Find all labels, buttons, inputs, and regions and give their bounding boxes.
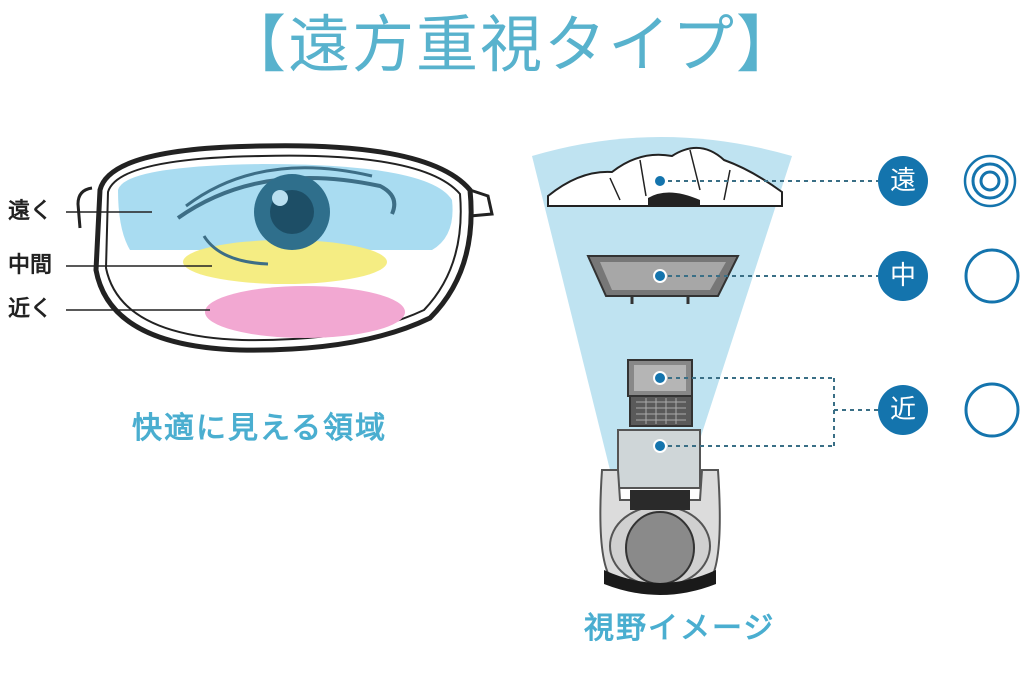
zone-label-near: 近く: [8, 297, 53, 322]
paper-illustration: [617, 429, 701, 489]
badge-far: 遠: [878, 156, 928, 206]
zone-label-middle: 中間: [8, 253, 53, 278]
vision-caption: 視野イメージ: [584, 611, 776, 646]
zone-label-far: 遠く: [8, 199, 53, 224]
laptop-illustration: [627, 359, 693, 427]
double-circle-icon: [963, 154, 1017, 208]
circle-icon-middle: [964, 248, 1020, 304]
page-title: 【遠方重視タイプ】: [223, 8, 800, 81]
badge-near: 近: [878, 385, 928, 435]
person-illustration: [599, 469, 721, 595]
circle-icon-near: [964, 382, 1020, 438]
zone-near-area: [205, 286, 405, 338]
zone-middle-area: [183, 240, 387, 284]
vision-fan: [532, 137, 792, 470]
lens-caption: 快適に見える領域: [132, 411, 388, 446]
badge-middle: 中: [878, 251, 928, 301]
